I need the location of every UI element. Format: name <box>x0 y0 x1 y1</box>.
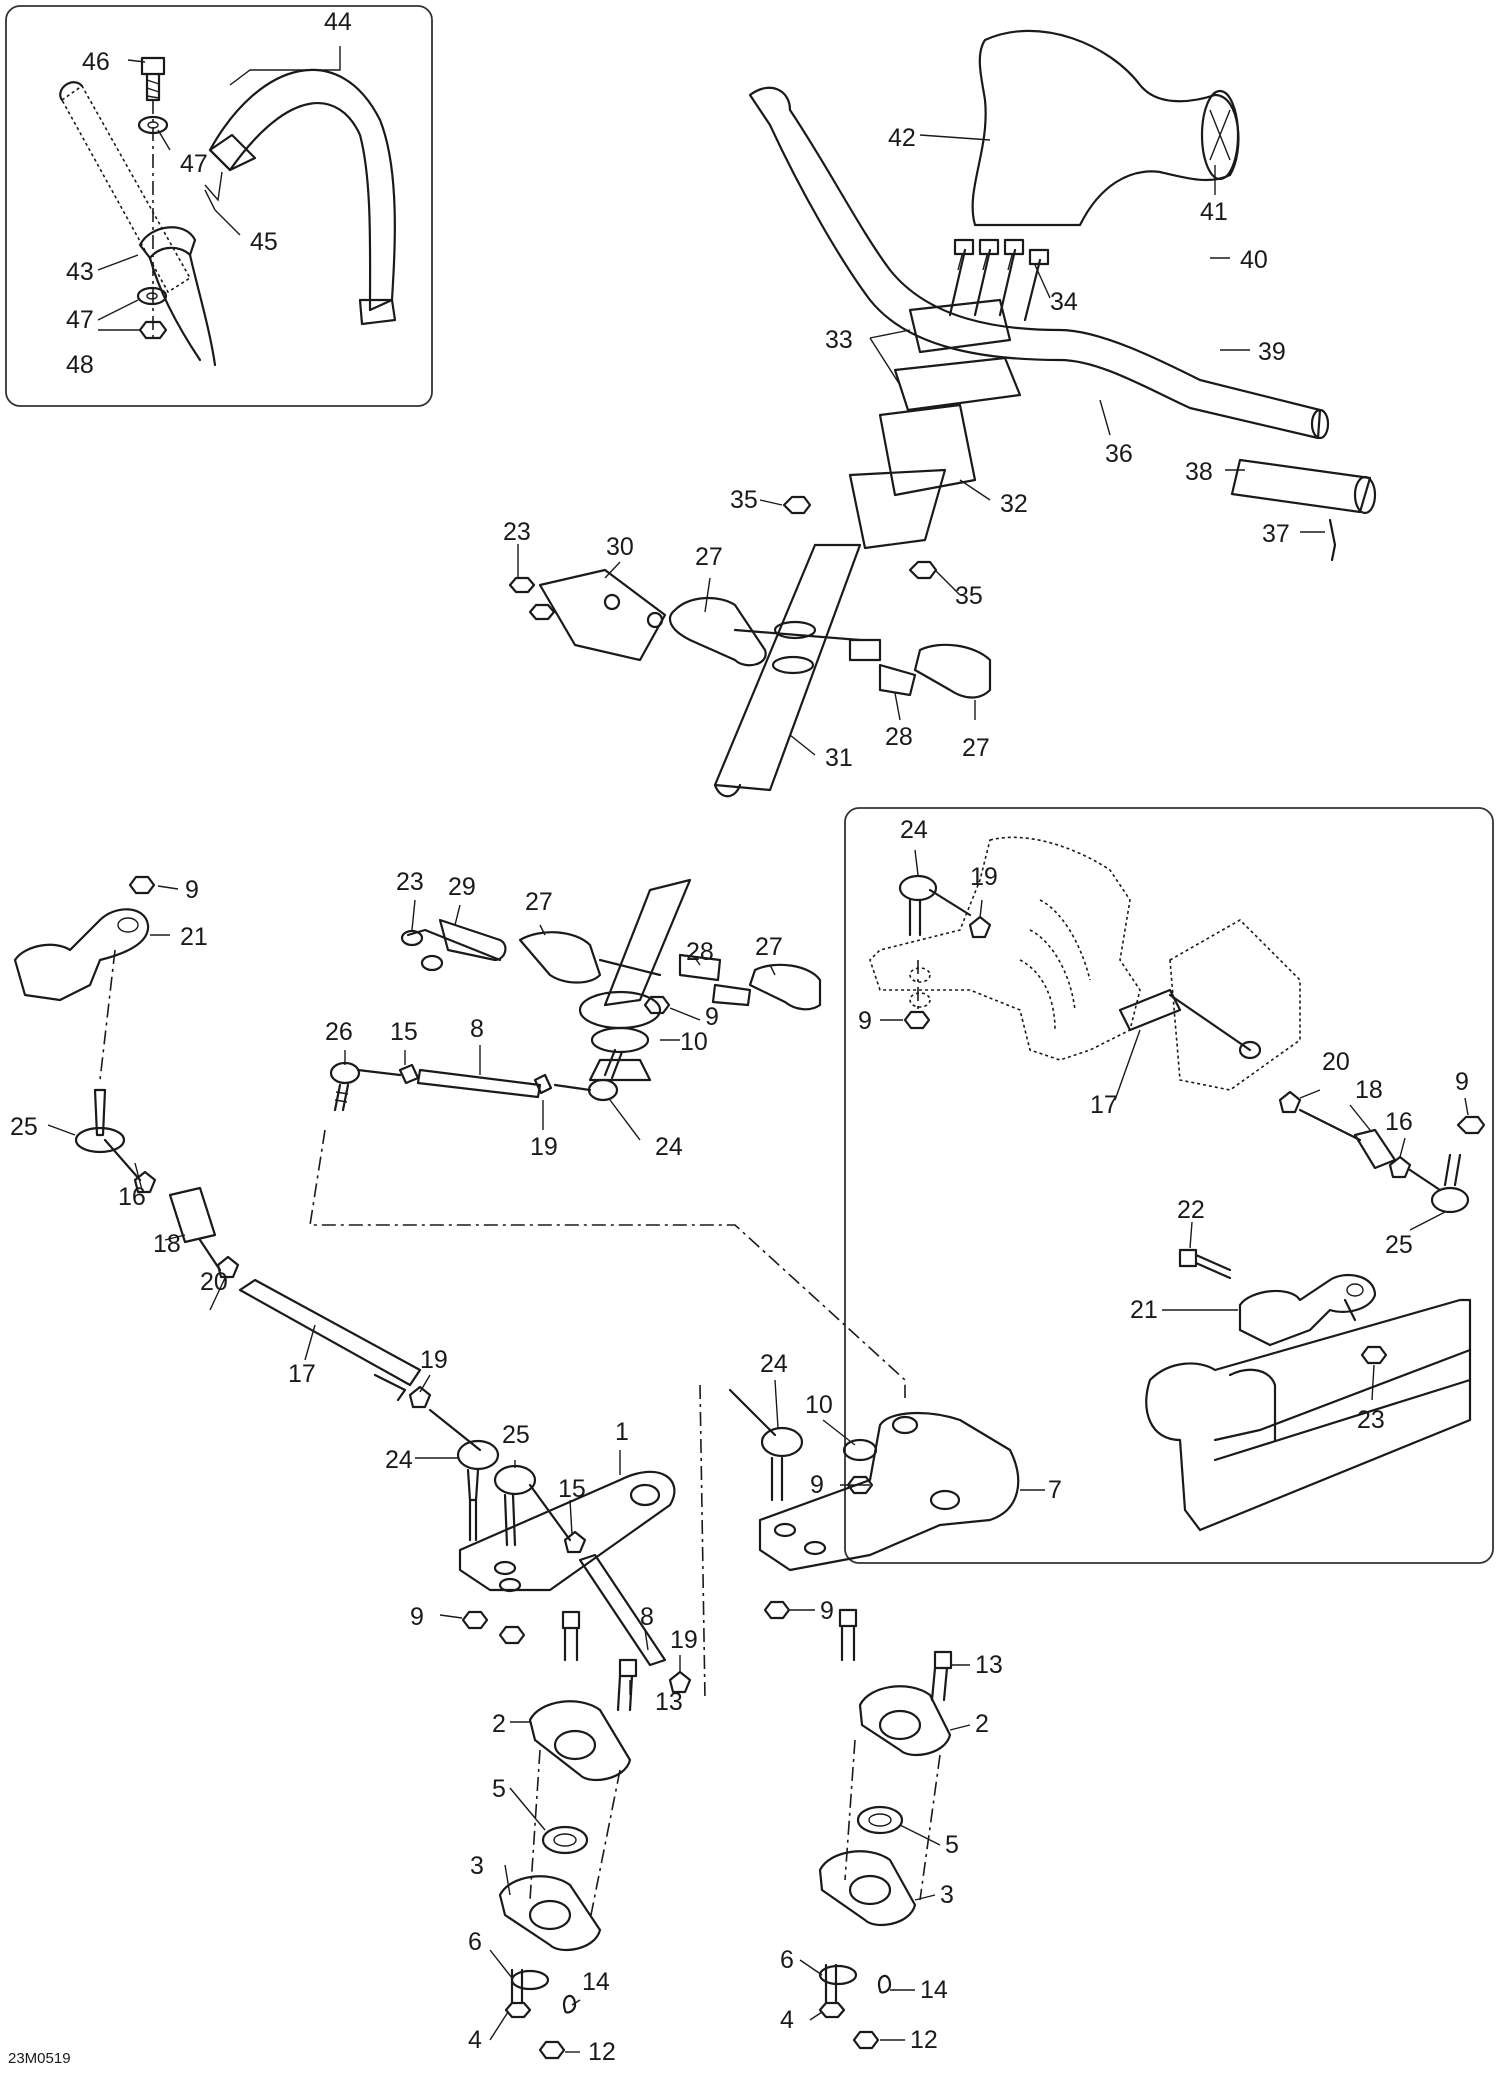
callout-40: 40 <box>1240 246 1268 274</box>
callout-39: 39 <box>1258 338 1286 366</box>
callout-9-top-left: 9 <box>185 876 199 904</box>
callout-9-center: 9 <box>705 1003 719 1031</box>
callout-47-lower: 47 <box>66 306 94 334</box>
callout-10-right: 10 <box>805 1391 833 1419</box>
callout-18-inset: 18 <box>1355 1076 1383 1104</box>
callout-34: 34 <box>1050 288 1078 316</box>
callout-45: 45 <box>250 228 278 256</box>
callout-19-lower: 19 <box>670 1626 698 1654</box>
callout-5: 5 <box>492 1775 506 1803</box>
callout-6-right: 6 <box>780 1946 794 1974</box>
callout-17-inset: 17 <box>1090 1091 1118 1119</box>
callout-9-left: 9 <box>410 1603 424 1631</box>
callout-35-lower: 35 <box>955 582 983 610</box>
callout-32: 32 <box>1000 490 1028 518</box>
callout-33: 33 <box>825 326 853 354</box>
callout-27-center: 27 <box>525 888 553 916</box>
handlebar-inset-parts <box>59 56 397 367</box>
callout-23-center: 23 <box>396 868 424 896</box>
callout-20-inset: 20 <box>1322 1048 1350 1076</box>
callout-44: 44 <box>324 8 352 36</box>
callout-10: 10 <box>680 1028 708 1056</box>
callout-13: 13 <box>655 1688 683 1716</box>
drawing-reference-code: 23M0519 <box>8 2050 71 2067</box>
callout-24-right: 24 <box>760 1350 788 1378</box>
callout-28: 28 <box>885 723 913 751</box>
callout-27-lower: 27 <box>962 734 990 762</box>
handlebar-inset-frame <box>5 5 433 407</box>
callout-12: 12 <box>588 2038 616 2066</box>
callout-12-right: 12 <box>910 2026 938 2054</box>
callout-9-right-lower: 9 <box>820 1597 834 1625</box>
callout-24: 24 <box>385 1446 413 1474</box>
callout-9-inset-right: 9 <box>1455 1068 1469 1096</box>
callout-27-center-right: 27 <box>755 933 783 961</box>
callout-20: 20 <box>200 1268 228 1296</box>
callout-2-right: 2 <box>975 1710 989 1738</box>
alternate-steering-inset-frame <box>844 807 1494 1564</box>
callout-7: 7 <box>1048 1476 1062 1504</box>
callout-14-right: 14 <box>920 1976 948 2004</box>
callout-37: 37 <box>1262 520 1290 548</box>
callout-23: 23 <box>503 518 531 546</box>
callout-26: 26 <box>325 1018 353 1046</box>
callout-23-inset: 23 <box>1357 1406 1385 1434</box>
callout-6: 6 <box>468 1928 482 1956</box>
callout-28-center: 28 <box>686 938 714 966</box>
callout-19-center: 19 <box>530 1133 558 1161</box>
callout-22: 22 <box>1177 1196 1205 1224</box>
callout-3: 3 <box>470 1852 484 1880</box>
callout-3-right: 3 <box>940 1881 954 1909</box>
callout-18: 18 <box>153 1230 181 1258</box>
callout-24-center: 24 <box>655 1133 683 1161</box>
alternate-inset-parts <box>869 836 1486 1532</box>
callout-25-center: 25 <box>502 1421 530 1449</box>
callout-25-inset: 25 <box>1385 1231 1413 1259</box>
callout-13-right: 13 <box>975 1651 1003 1679</box>
callout-9-inset-left: 9 <box>858 1007 872 1035</box>
callout-21-inset: 21 <box>1130 1296 1158 1324</box>
callout-4-right: 4 <box>780 2006 794 2034</box>
callout-labels: 44 46 47 45 43 47 48 42 41 40 34 33 39 3… <box>10 8 1469 2066</box>
callout-19-inset: 19 <box>970 863 998 891</box>
main-steering-parts <box>508 29 1377 798</box>
left-linkage-parts <box>13 875 692 2060</box>
callout-47: 47 <box>180 150 208 178</box>
callout-41: 41 <box>1200 198 1228 226</box>
callout-43: 43 <box>66 258 94 286</box>
callout-42: 42 <box>888 124 916 152</box>
callout-5-right: 5 <box>945 1831 959 1859</box>
callout-38: 38 <box>1185 458 1213 486</box>
callout-1: 1 <box>615 1418 629 1446</box>
callout-25: 25 <box>10 1113 38 1141</box>
callout-9-right-upper: 9 <box>810 1471 824 1499</box>
callout-15-center: 15 <box>390 1018 418 1046</box>
callout-48: 48 <box>66 351 94 379</box>
leader-lines <box>47 46 1469 2053</box>
callout-8-center: 8 <box>470 1015 484 1043</box>
callout-35: 35 <box>730 486 758 514</box>
callout-4: 4 <box>468 2026 482 2054</box>
callout-46: 46 <box>82 48 110 76</box>
right-bracket-parts <box>699 1384 1020 2050</box>
callout-27: 27 <box>695 543 723 571</box>
callout-36: 36 <box>1105 440 1133 468</box>
callout-19: 19 <box>420 1346 448 1374</box>
callout-17: 17 <box>288 1360 316 1388</box>
callout-16: 16 <box>118 1183 146 1211</box>
callout-21: 21 <box>180 923 208 951</box>
callout-14: 14 <box>582 1968 610 1996</box>
callout-24-inset: 24 <box>900 816 928 844</box>
callout-31: 31 <box>825 744 853 772</box>
callout-30: 30 <box>606 533 634 561</box>
callout-2: 2 <box>492 1710 506 1738</box>
center-tierod-parts <box>309 878 906 1398</box>
callout-15: 15 <box>558 1475 586 1503</box>
callout-16-inset: 16 <box>1385 1108 1413 1136</box>
callout-29: 29 <box>448 873 476 901</box>
callout-8: 8 <box>640 1603 654 1631</box>
